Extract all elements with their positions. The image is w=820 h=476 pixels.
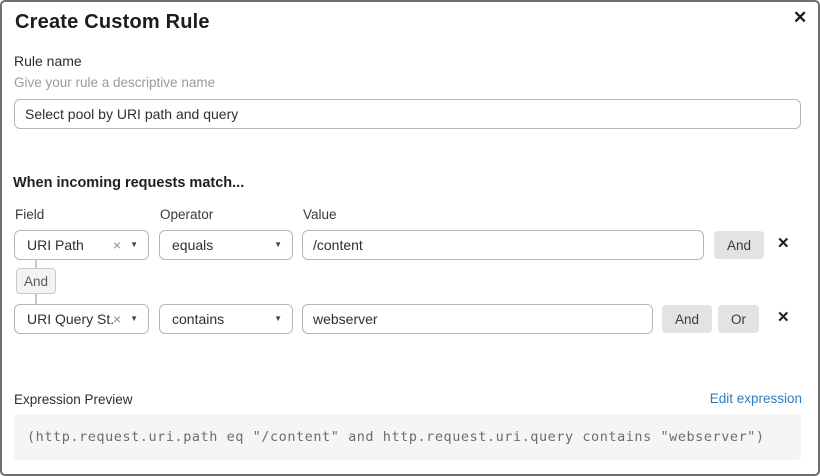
match-heading: When incoming requests match... (13, 175, 245, 191)
expression-preview-label: Expression Preview (14, 392, 133, 407)
rule-name-input[interactable] (14, 99, 801, 129)
remove-row-icon[interactable]: ✕ (777, 309, 790, 326)
chevron-down-icon: ▼ (130, 314, 138, 323)
close-icon[interactable]: ✕ (793, 8, 808, 27)
chevron-down-icon: ▼ (274, 240, 282, 249)
clear-icon[interactable]: × (112, 237, 122, 253)
operator-select-row-1-value: equals (172, 237, 214, 253)
and-button-row-2[interactable]: And (662, 305, 713, 333)
chevron-down-icon: ▼ (130, 240, 138, 249)
chevron-down-icon: ▼ (274, 314, 282, 323)
rule-name-hint: Give your rule a descriptive name (14, 75, 216, 90)
expression-code-box: (http.request.uri.path eq "/content" and… (14, 414, 801, 460)
field-select-row-1-value: URI Path (27, 237, 84, 253)
value-column-label: Value (303, 207, 337, 222)
or-button-row-2[interactable]: Or (718, 305, 759, 333)
field-select-row-1[interactable]: URI Path × ▼ (14, 230, 149, 260)
dialog-title: Create Custom Rule (15, 11, 210, 33)
and-button-row-1[interactable]: And (714, 231, 765, 259)
value-input-row-2[interactable] (302, 304, 653, 334)
and-connector-badge: And (16, 268, 56, 294)
remove-row-icon[interactable]: ✕ (777, 235, 790, 252)
operator-select-row-2-value: contains (172, 311, 225, 327)
field-select-row-2-value: URI Query St... (27, 311, 113, 327)
expression-code: (http.request.uri.path eq "/content" and… (27, 429, 765, 445)
operator-column-label: Operator (160, 207, 214, 222)
field-select-row-2[interactable]: URI Query St... × ▼ (14, 304, 149, 334)
clear-icon[interactable]: × (112, 311, 122, 327)
field-column-label: Field (15, 207, 45, 222)
rule-name-label: Rule name (14, 53, 82, 69)
operator-select-row-1[interactable]: equals ▼ (159, 230, 293, 260)
edit-expression-link[interactable]: Edit expression (709, 391, 802, 406)
operator-select-row-2[interactable]: contains ▼ (159, 304, 293, 334)
value-input-row-1[interactable] (302, 230, 704, 260)
